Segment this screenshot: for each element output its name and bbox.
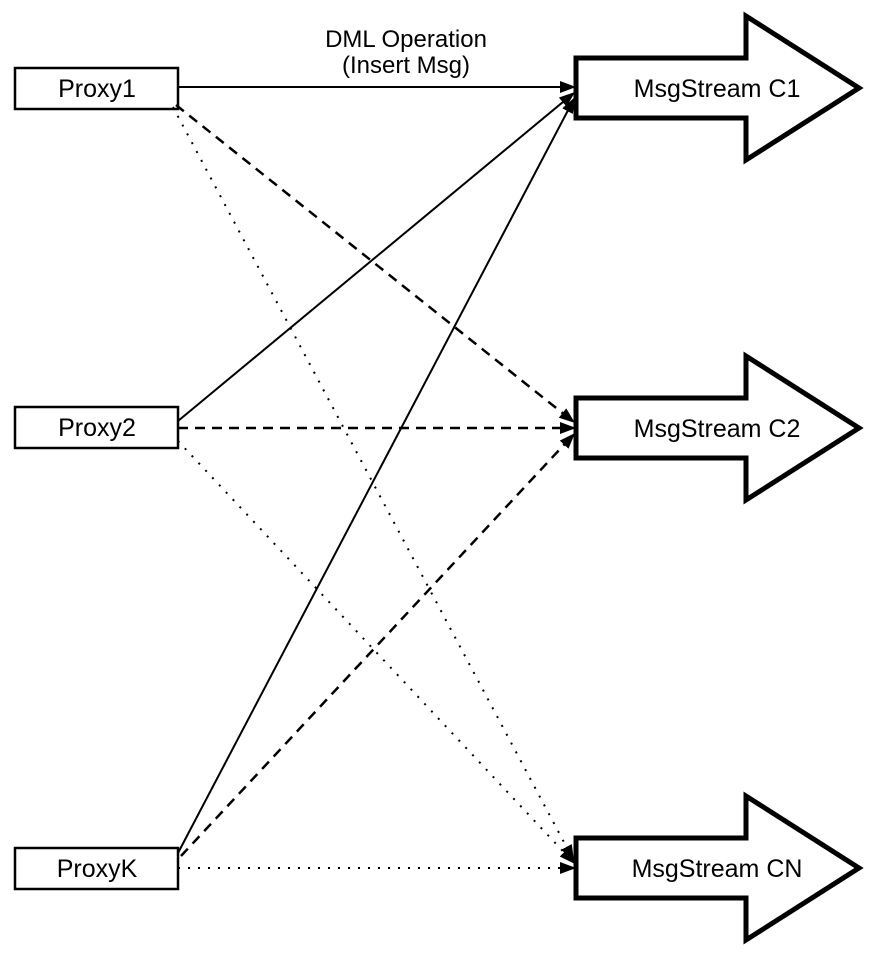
proxyk-label: ProxyK xyxy=(57,855,138,883)
proxyk-node: ProxyK xyxy=(13,846,180,891)
proxy1-node: Proxy1 xyxy=(13,66,180,111)
proxy2-box xyxy=(13,405,180,450)
msgstream-c1-node: MsgStream C1 xyxy=(573,11,864,165)
msgstream-cn-label: MsgStream CN xyxy=(632,855,803,883)
msgstream-c1-arrow-shape xyxy=(573,11,864,165)
diagram-title-line2: (Insert Msg) xyxy=(342,52,470,79)
proxy2-node: Proxy2 xyxy=(13,405,180,450)
msgstream-c2-label: MsgStream C2 xyxy=(634,415,801,443)
edge-proxyk-c2 xyxy=(180,433,575,857)
diagram-title-line1: DML Operation xyxy=(325,26,487,53)
edge-proxy2-cn xyxy=(177,440,575,864)
edge-proxy1-c2 xyxy=(175,104,576,423)
proxy2-label: Proxy2 xyxy=(58,414,136,442)
edge-proxy2-c1 xyxy=(177,91,575,422)
msgstream-c2-node: MsgStream C2 xyxy=(573,351,864,505)
edge-proxyk-c1 xyxy=(177,97,575,854)
proxy1-label: Proxy1 xyxy=(58,75,136,103)
msgstream-c2-arrow-shape xyxy=(573,351,864,505)
msgstream-c1-label: MsgStream C1 xyxy=(634,75,801,103)
msgstream-cn-node: MsgStream CN xyxy=(573,791,864,945)
proxyk-box xyxy=(13,846,180,891)
edge-proxy1-cn xyxy=(172,106,574,861)
msgstream-cn-arrow-shape xyxy=(573,791,864,945)
proxy1-box xyxy=(13,66,180,111)
edge-layer xyxy=(172,81,576,874)
